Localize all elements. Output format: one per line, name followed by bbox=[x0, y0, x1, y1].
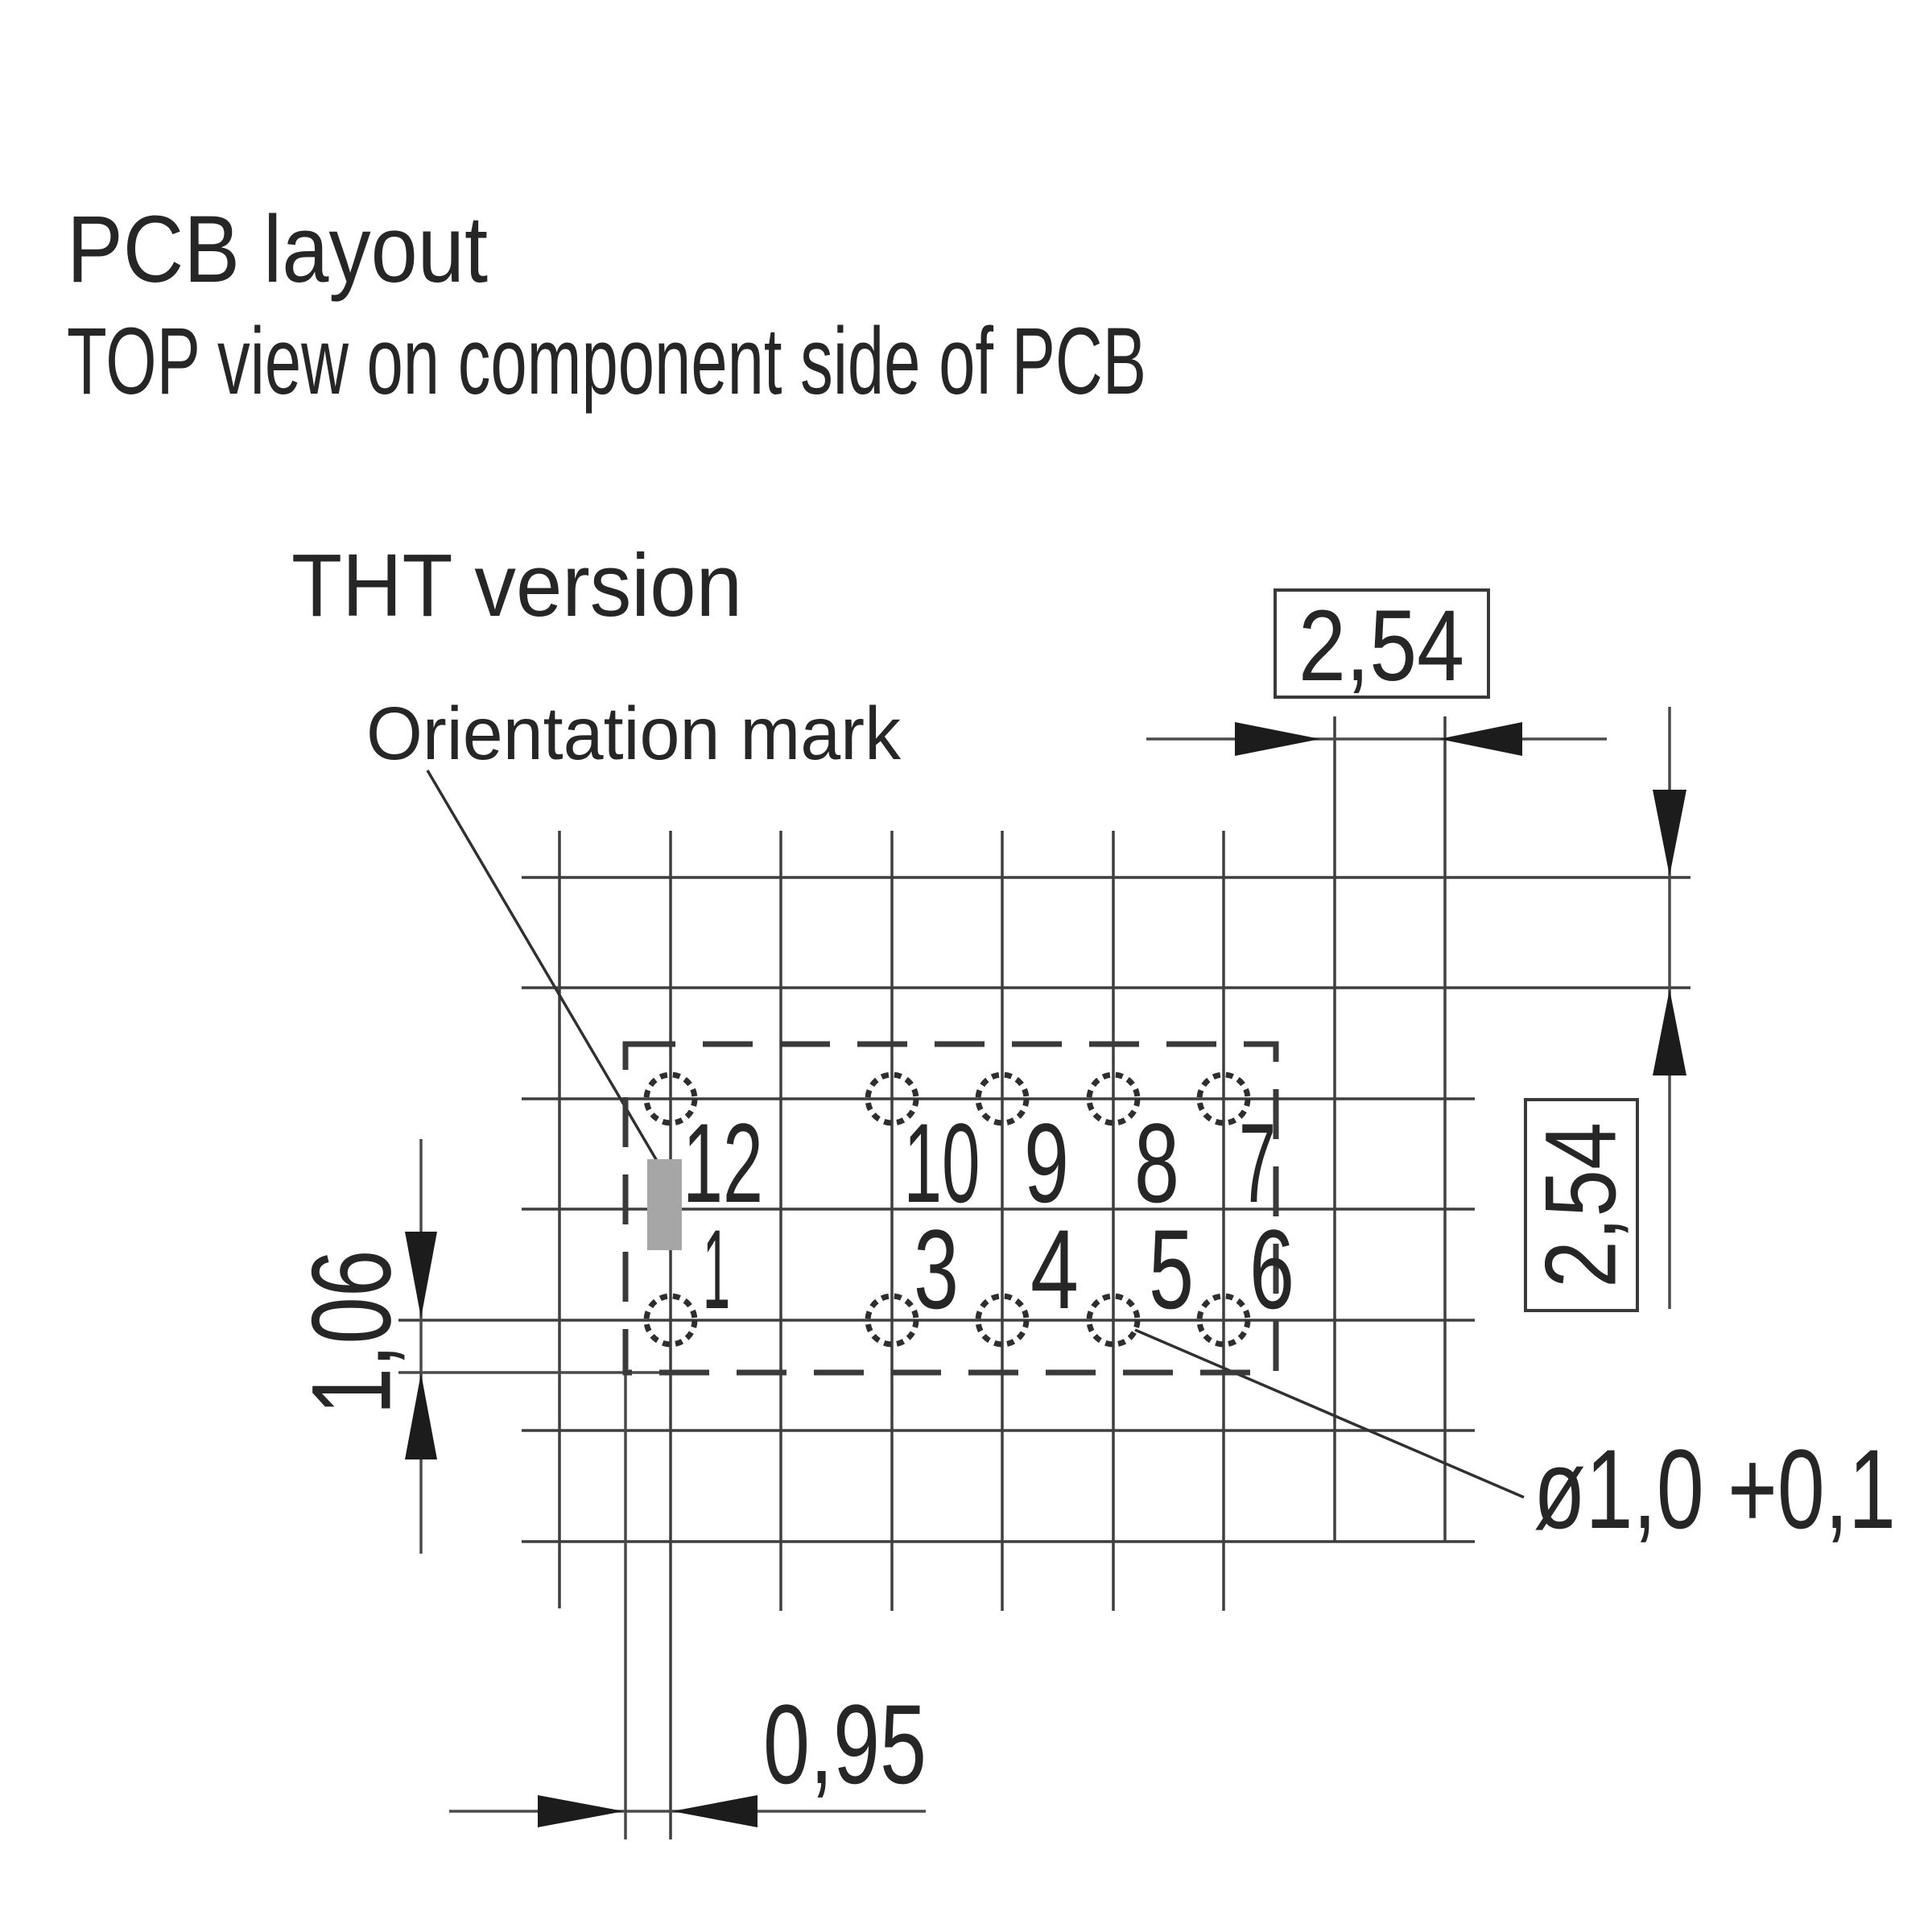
pad-hole bbox=[865, 1293, 919, 1348]
grid-lines bbox=[398, 716, 1690, 1839]
pad-hole bbox=[643, 1293, 698, 1348]
pad-number-3: 3 bbox=[914, 1206, 959, 1332]
pad-hole bbox=[1196, 1071, 1251, 1126]
pad-number-1: 1 bbox=[703, 1206, 730, 1332]
pad-number-4: 4 bbox=[1030, 1206, 1079, 1332]
arrow-pitch-horizontal-left bbox=[1235, 722, 1320, 756]
arrow-pitch-vertical-top bbox=[1653, 790, 1686, 876]
pad-number-10: 10 bbox=[904, 1100, 980, 1226]
pad-number-8: 8 bbox=[1134, 1100, 1179, 1226]
pad-hole bbox=[865, 1071, 919, 1126]
pad-hole bbox=[975, 1293, 1030, 1348]
pad-hole bbox=[1196, 1293, 1251, 1348]
dim-frame-pitch-horizontal bbox=[1274, 588, 1490, 699]
component-outline bbox=[622, 1041, 1279, 1376]
pad-hole bbox=[1086, 1293, 1141, 1348]
pad-number-6: 6 bbox=[1249, 1206, 1294, 1332]
dim-value-edge-vertical: 1,06 bbox=[288, 1250, 415, 1415]
pad-number-5: 5 bbox=[1149, 1206, 1194, 1332]
hole-diameter-value: ø1,0 +0,1 bbox=[1534, 1426, 1896, 1552]
arrow-pitch-horizontal-right bbox=[1439, 722, 1522, 756]
dim-frame-pitch-vertical bbox=[1524, 1098, 1639, 1312]
leader-line-orientation-mark bbox=[426, 770, 658, 1162]
orientation-mark bbox=[647, 1159, 682, 1250]
pad-hole bbox=[1086, 1071, 1141, 1126]
pad-hole bbox=[643, 1071, 698, 1126]
orientation-mark-label: Orientation mark bbox=[366, 691, 901, 775]
subtitle-tht-version: THT version bbox=[291, 536, 742, 635]
page-title-line-1: PCB layout bbox=[67, 196, 488, 303]
leader-line-hole-diameter bbox=[1134, 1328, 1525, 1499]
dim-value-pitch-vertical: 2,54 bbox=[1525, 1122, 1637, 1288]
arrow-edge-horizontal-right bbox=[672, 1795, 758, 1827]
pad-number-9: 9 bbox=[1024, 1100, 1069, 1226]
page-title-line-2: TOP view on component side of PCB bbox=[67, 308, 1146, 415]
pad-hole bbox=[975, 1071, 1030, 1126]
arrow-edge-horizontal-left bbox=[538, 1795, 624, 1827]
pad-number-7: 7 bbox=[1239, 1100, 1276, 1226]
dim-value-pitch-horizontal: 2,54 bbox=[1298, 590, 1464, 702]
arrow-edge-vertical-top bbox=[405, 1232, 437, 1318]
pad-holes bbox=[643, 1071, 1251, 1348]
pad-number-12: 12 bbox=[683, 1100, 763, 1226]
dim-value-edge-horizontal: 0,95 bbox=[763, 1681, 927, 1807]
arrow-pitch-vertical-bottom bbox=[1653, 989, 1686, 1075]
arrow-edge-vertical-bottom bbox=[405, 1373, 437, 1459]
